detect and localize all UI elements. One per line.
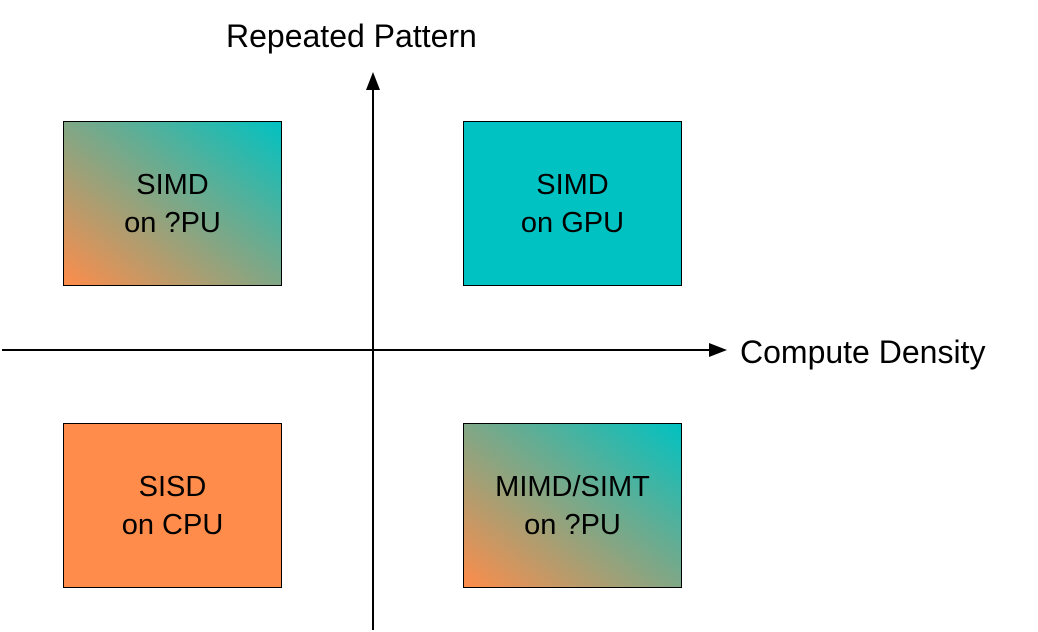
- quadrant-bottom-left-fill: [63, 423, 282, 588]
- x-axis-label: Compute Density: [740, 334, 986, 370]
- quadrant-top-right: SIMD on GPU: [463, 121, 682, 286]
- y-axis-arrowhead: [366, 72, 380, 90]
- quadrant-top-right-fill: [463, 121, 682, 286]
- quadrant-bottom-left-line1: SISD: [138, 470, 207, 503]
- quadrant-top-left-line1: SIMD: [136, 168, 209, 201]
- y-axis-label: Repeated Pattern: [226, 18, 477, 54]
- quadrant-bottom-right: MIMD/SIMT on ?PU: [463, 423, 682, 588]
- quadrant-bottom-right-line1: MIMD/SIMT: [495, 470, 650, 503]
- quadrant-top-left: SIMD on ?PU: [63, 121, 282, 286]
- quadrant-top-left-line2: on ?PU: [124, 206, 221, 239]
- quadrant-bottom-left: SISD on CPU: [63, 423, 282, 588]
- quadrant-top-right-line1: SIMD: [536, 168, 609, 201]
- quadrant-top-right-line2: on GPU: [520, 206, 625, 239]
- quadrant-bottom-right-line2: on ?PU: [524, 508, 621, 541]
- quadrant-bottom-left-line2: on CPU: [121, 508, 224, 541]
- quadrant-bottom-right-fill: [463, 423, 682, 588]
- quadrant-top-left-fill: [63, 121, 282, 286]
- x-axis-arrowhead: [709, 343, 727, 357]
